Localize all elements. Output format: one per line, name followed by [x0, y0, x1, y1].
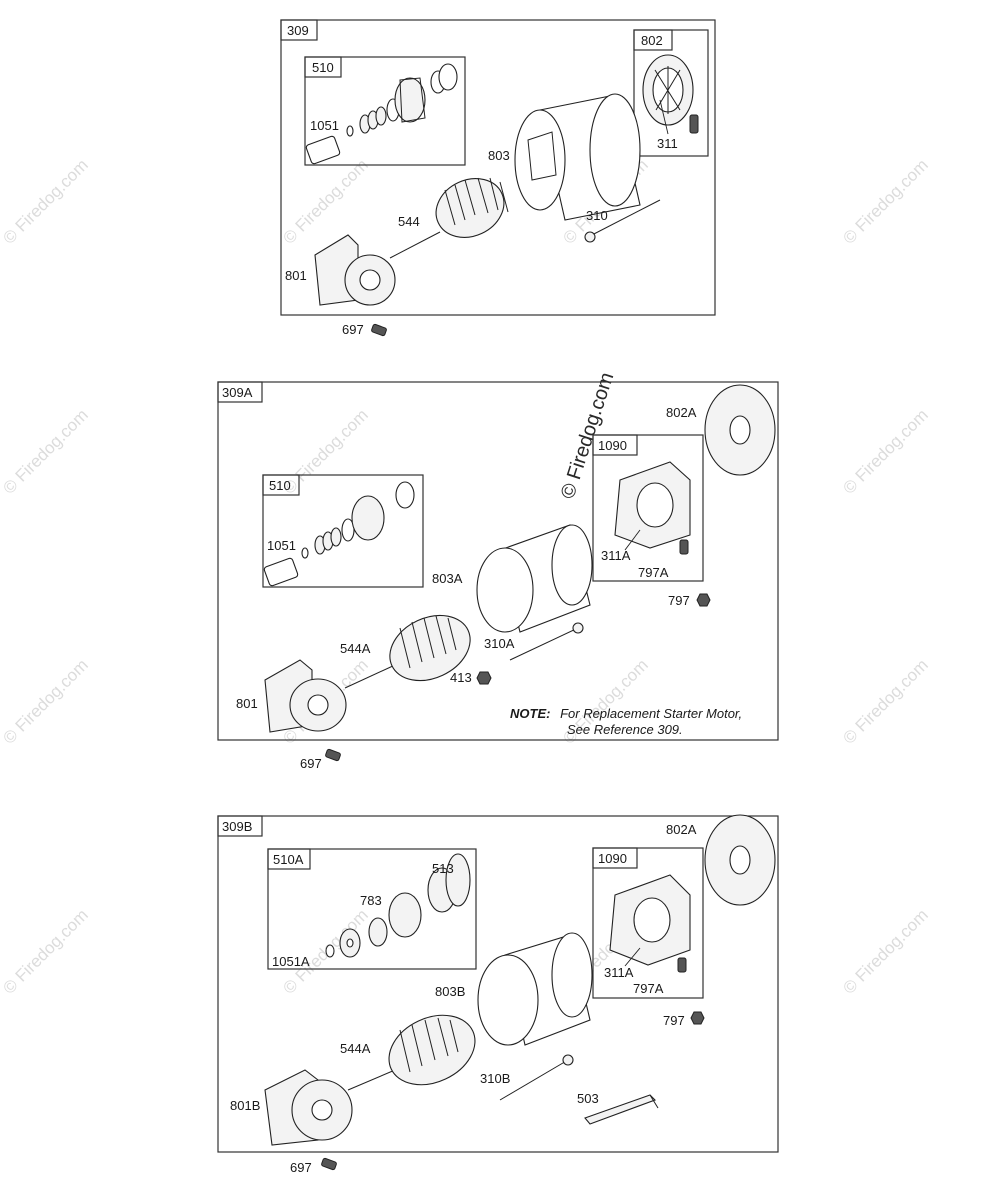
end-cap-plate-drawing: [704, 814, 776, 906]
strap-drawing: [584, 1094, 659, 1125]
kit-box-510: [262, 474, 424, 588]
part-label-544a: 544A: [340, 1041, 371, 1056]
ref-tag: [217, 381, 263, 403]
drive-gear-assembly-drawing: [305, 63, 458, 165]
replacement-note: NOTE: For Replacement Starter Motor, See…: [510, 706, 742, 737]
part-label-783: 783: [360, 893, 382, 908]
part-label-697: 697: [290, 1160, 312, 1175]
ref-label: 309B: [222, 819, 252, 834]
screw-drawing: [371, 323, 387, 337]
watermark-text: © Firedog.com: [0, 405, 92, 497]
watermark-text-dark: © Firedog.com: [557, 370, 619, 502]
part-label-697: 697: [300, 756, 322, 771]
part-label-413: 413: [450, 670, 472, 685]
watermark-text: © Firedog.com: [0, 655, 92, 747]
part-label-311a: 311A: [601, 548, 631, 563]
part-label-797a: 797A: [638, 565, 669, 580]
ref-label: 309: [287, 23, 309, 38]
motor-housing-drawing: [514, 93, 641, 221]
part-label-510: 510: [312, 60, 334, 75]
part-label-802a: 802A: [666, 822, 697, 837]
through-bolt-drawing: [499, 1054, 574, 1101]
kit-box-510a: [267, 848, 477, 970]
kit-box-1090: [592, 847, 704, 999]
svg-text:NOTE: For Replacement: NOTE: For Replacement Starter Motor,: [510, 706, 742, 721]
ref-label: 309A: [222, 385, 253, 400]
drive-end-bracket-drawing: [264, 659, 347, 733]
drive-end-bracket-drawing: [264, 1069, 353, 1146]
armature-drawing: [347, 1014, 476, 1091]
diagram-frame: [217, 381, 779, 741]
part-label-1051: 1051: [310, 118, 339, 133]
note-prefix: NOTE:: [510, 706, 550, 721]
part-label-510a: 510A: [273, 852, 304, 867]
drive-gear-assembly-drawing: [325, 853, 471, 958]
brush-holder-drawing: [609, 874, 691, 973]
part-label-801: 801: [285, 268, 307, 283]
part-label-1051: 1051: [267, 538, 296, 553]
part-label-510: 510: [269, 478, 291, 493]
through-bolt-drawing: [509, 622, 584, 661]
part-label-802a: 802A: [666, 405, 697, 420]
watermark-text: © Firedog.com: [0, 905, 92, 997]
part-label-797a: 797A: [633, 981, 664, 996]
watermark-text: © Firedog.com: [279, 405, 371, 497]
end-cap-drawing: [642, 54, 699, 134]
part-label-503: 503: [577, 1091, 599, 1106]
diagram-309a: 309A 510 1051 802A 1090: [217, 381, 779, 771]
ref-tag: [217, 815, 263, 837]
diagram-frame: [280, 19, 716, 316]
part-label-803a: 803A: [432, 571, 463, 586]
drive-end-bracket-drawing: [314, 234, 396, 306]
motor-housing-drawing: [476, 524, 593, 633]
armature-drawing: [344, 614, 471, 689]
diagram-309: 309 510 1051 802 311: [280, 19, 716, 337]
part-label-310a: 310A: [484, 636, 515, 651]
ref-tag: [280, 19, 318, 41]
part-label-1090: 1090: [598, 438, 627, 453]
note-line-2: See Reference 309.: [567, 722, 683, 737]
watermark-text: © Firedog.com: [839, 655, 931, 747]
diagram-309b: 309B 510A 513 783 1051A 802A 1090: [217, 814, 779, 1175]
end-cap-plate-drawing: [704, 384, 776, 476]
part-label-801b: 801B: [230, 1098, 260, 1113]
watermark-text: © Firedog.com: [839, 405, 931, 497]
part-label-544: 544: [398, 214, 420, 229]
watermark-text: © Firedog.com: [279, 155, 371, 247]
part-label-803: 803: [488, 148, 510, 163]
screw-drawing: [321, 1157, 337, 1171]
nut-drawing: [690, 1011, 705, 1025]
motor-housing-drawing: [477, 932, 593, 1046]
part-label-1051a: 1051A: [272, 954, 310, 969]
watermark-text: © Firedog.com: [839, 155, 931, 247]
kit-box-510: [304, 56, 466, 166]
part-label-697: 697: [342, 322, 364, 337]
note-line-1: For Replacement Starter Motor,: [560, 706, 742, 721]
part-label-544a: 544A: [340, 641, 371, 656]
armature-drawing: [389, 177, 509, 259]
screw-drawing: [325, 748, 341, 762]
part-label-311a: 311A: [604, 965, 634, 980]
part-label-1090: 1090: [598, 851, 627, 866]
part-label-513: 513: [432, 861, 454, 876]
part-label-797: 797: [663, 1013, 685, 1028]
watermark-text: © Firedog.com: [0, 155, 92, 247]
nut-drawing: [476, 671, 492, 685]
brush-holder-drawing: [614, 461, 691, 555]
part-label-801: 801: [236, 696, 258, 711]
part-label-803b: 803B: [435, 984, 465, 999]
part-label-310b: 310B: [480, 1071, 510, 1086]
kit-box-1090: [592, 434, 704, 582]
diagram-frame: [217, 815, 779, 1153]
through-bolt-drawing: [584, 199, 661, 243]
part-label-802: 802: [641, 33, 663, 48]
part-label-797: 797: [668, 593, 690, 608]
part-label-311: 311: [657, 136, 678, 151]
nut-drawing: [696, 593, 711, 607]
drive-gear-assembly-drawing: [263, 481, 415, 587]
part-label-310: 310: [586, 208, 608, 223]
watermark-text: © Firedog.com: [839, 905, 931, 997]
